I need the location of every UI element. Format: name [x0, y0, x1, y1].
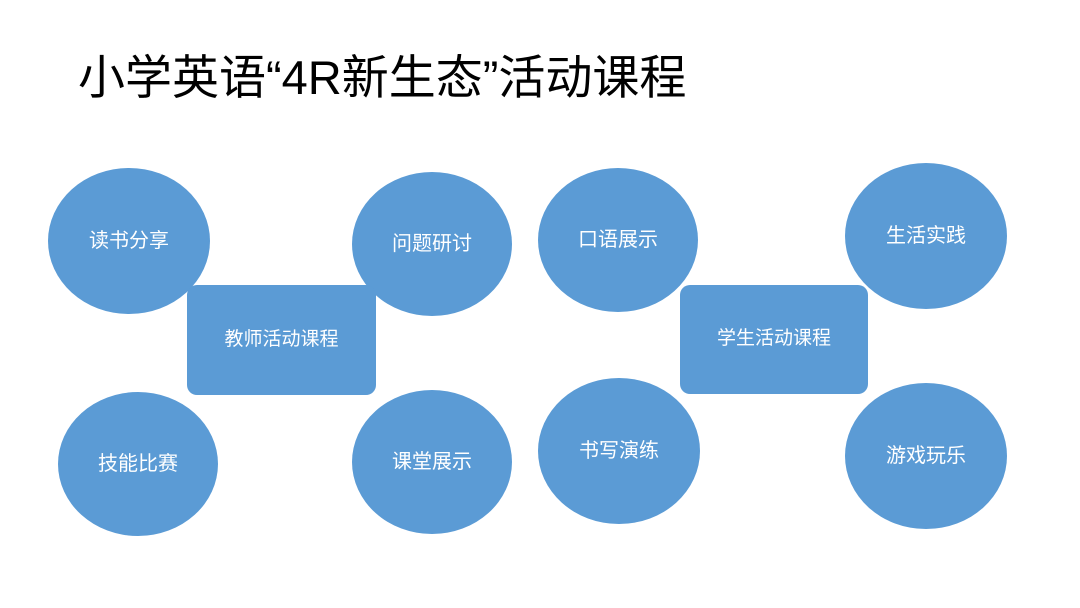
- node-teacher-activity-course[interactable]: 教师活动课程: [187, 285, 376, 395]
- node-game-fun[interactable]: 游戏玩乐: [845, 383, 1007, 529]
- node-game-fun-label: 游戏玩乐: [886, 445, 966, 467]
- node-writing-drill[interactable]: 书写演练: [538, 378, 700, 524]
- node-issue-seminar[interactable]: 问题研讨: [352, 172, 512, 316]
- node-oral-display-label: 口语展示: [578, 229, 658, 251]
- node-reading-share-label: 读书分享: [89, 230, 169, 252]
- node-reading-share[interactable]: 读书分享: [48, 168, 210, 314]
- node-life-practice-label: 生活实践: [886, 225, 966, 247]
- node-skill-contest-label: 技能比赛: [98, 453, 178, 475]
- node-oral-display[interactable]: 口语展示: [538, 168, 698, 312]
- node-issue-seminar-label: 问题研讨: [392, 233, 472, 255]
- node-student-activity-course-label: 学生活动课程: [716, 328, 831, 350]
- node-skill-contest[interactable]: 技能比赛: [58, 392, 218, 536]
- node-student-activity-course[interactable]: 学生活动课程: [680, 285, 868, 394]
- node-class-display[interactable]: 课堂展示: [352, 390, 512, 534]
- node-life-practice[interactable]: 生活实践: [845, 163, 1007, 309]
- page-title: 小学英语“4R新生态”活动课程: [78, 51, 687, 104]
- node-class-display-label: 课堂展示: [392, 451, 472, 473]
- node-writing-drill-label: 书写演练: [579, 440, 659, 462]
- node-teacher-activity-course-label: 教师活动课程: [224, 328, 339, 350]
